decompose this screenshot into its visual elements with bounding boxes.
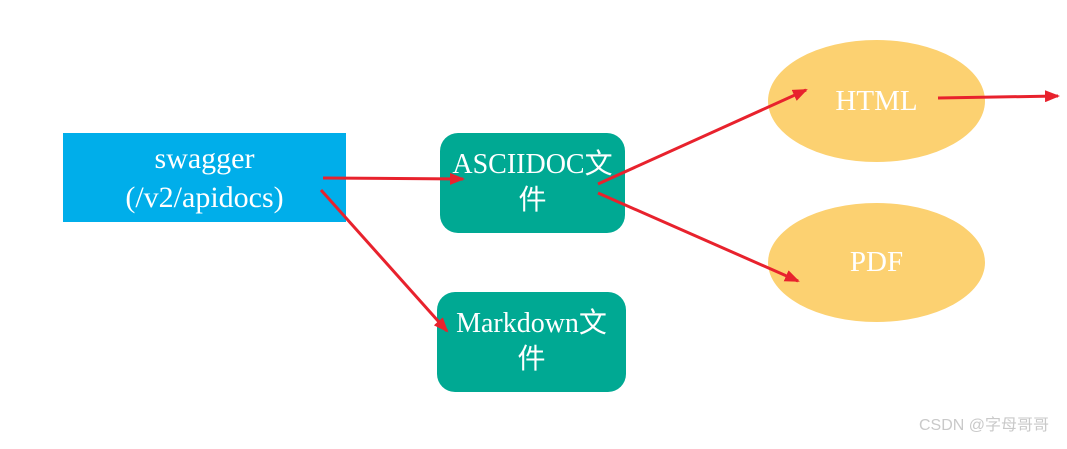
node-swagger-label-line2: (/v2/apidocs) xyxy=(125,180,284,214)
node-pdf-label: PDF xyxy=(849,246,904,278)
node-markdown: Markdown文 件 xyxy=(437,292,626,392)
node-pdf: PDF xyxy=(768,203,985,322)
node-markdown-label-line2: 件 xyxy=(517,344,546,375)
node-swagger: swagger (/v2/apidocs) xyxy=(63,133,346,222)
watermark: CSDN @字母哥哥 xyxy=(918,417,1049,434)
node-swagger-label-line1: swagger xyxy=(154,141,255,175)
node-asciidoc: ASCIIDOC文 件 xyxy=(440,133,625,233)
node-asciidoc-label-line1: ASCIIDOC文 xyxy=(452,149,613,180)
node-markdown-label-line1: Markdown文 xyxy=(456,308,607,339)
node-html-label: HTML xyxy=(835,84,918,117)
node-html: HTML xyxy=(768,40,985,162)
node-asciidoc-label-line2: 件 xyxy=(518,185,547,216)
